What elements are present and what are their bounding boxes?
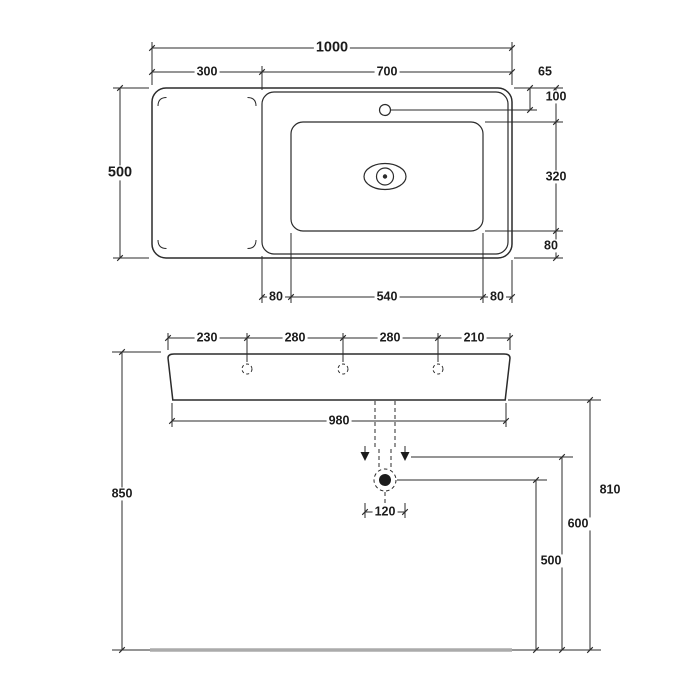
dim-supply-height: 600	[565, 516, 591, 531]
dim-bowl-top-inset: 100	[543, 89, 569, 104]
dim-hole-spacing-2: 280	[282, 330, 308, 345]
bowl-deck-outline	[261, 91, 509, 255]
drain-hole-icon	[375, 167, 395, 186]
drain-pipe-hidden-lines	[374, 401, 396, 507]
dim-bowl-depth: 320	[543, 169, 569, 184]
dim-bowl-bottom-inset: 80	[542, 238, 560, 253]
dim-overall-width: 1000	[313, 39, 351, 56]
dim-tap-hole-offset: 65	[536, 64, 554, 79]
dim-rim-height: 850	[109, 486, 135, 501]
tap-hole-icon	[378, 103, 392, 117]
dim-bowl-width: 540	[374, 289, 400, 304]
bowl-outline	[290, 121, 484, 232]
dim-overall-depth: 500	[105, 164, 135, 181]
waste-outlet-icon	[379, 474, 391, 486]
mounting-hole-icon	[241, 363, 253, 375]
valve-stems	[364, 446, 406, 452]
top-view	[151, 87, 513, 259]
front-view	[150, 353, 512, 652]
dimension-tick-marks	[116, 44, 594, 654]
mounting-hole-icon	[337, 363, 349, 375]
dim-hole-spacing-4: 210	[461, 330, 487, 345]
dim-supply-spacing: 120	[372, 504, 398, 519]
drain-recess-icon	[363, 162, 407, 191]
dim-hole-spacing-3: 280	[377, 330, 403, 345]
basin-front-profile	[167, 353, 511, 401]
basin-outer-outline	[151, 87, 513, 259]
dim-hole-spacing-1: 230	[194, 330, 220, 345]
water-supply-left-icon	[360, 452, 370, 461]
dim-bowl-left-inset: 80	[267, 289, 285, 304]
mounting-hole-icon	[432, 363, 444, 375]
mounting-holes	[241, 363, 444, 375]
water-supply-right-icon	[400, 452, 410, 461]
trap-hidden-outline	[373, 468, 397, 492]
dim-bowl-right-inset: 80	[488, 289, 506, 304]
dim-underside-height: 810	[597, 482, 623, 497]
dim-bowl-section-width: 700	[374, 64, 400, 79]
shelf-corner-marks	[157, 97, 257, 249]
dim-base-width: 980	[326, 413, 352, 428]
drain-center-dot	[382, 174, 388, 179]
dim-shelf-width: 300	[194, 64, 220, 79]
dim-waste-height: 500	[538, 553, 564, 568]
